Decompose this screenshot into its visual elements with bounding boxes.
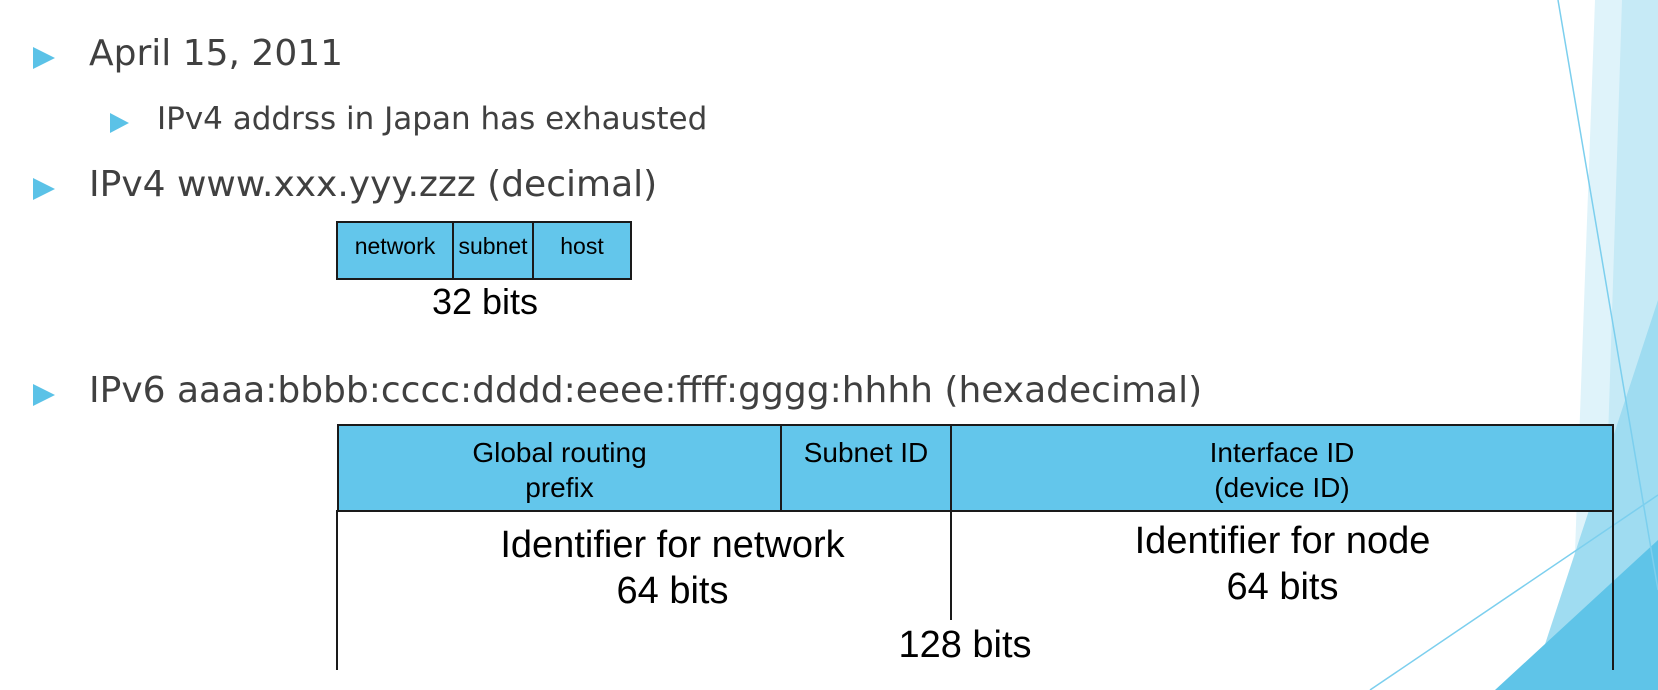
bullet-date: April 15, 2011 bbox=[89, 33, 344, 74]
ipv6-field-subnet-id: Subnet ID bbox=[780, 424, 952, 512]
ipv4-field-network: network bbox=[336, 221, 454, 280]
ipv4-total-bits: 32 bits bbox=[431, 281, 539, 322]
bullet-arrow-icon bbox=[33, 47, 55, 69]
ipv4-field-host: host bbox=[532, 221, 632, 280]
ipv6-network-identifier: Identifier for network 64 bits bbox=[500, 524, 845, 612]
bracket-right-line bbox=[1612, 510, 1614, 670]
sub-bullet-arrow-icon bbox=[110, 113, 129, 133]
bullet-ipv4-exhausted: IPv4 addrss in Japan has exhausted bbox=[157, 101, 708, 137]
bracket-middle-line bbox=[950, 510, 952, 620]
ipv6-total-bits: 128 bits bbox=[898, 624, 1032, 666]
bullet-ipv6-format: IPv6 aaaa:bbbb:cccc:dddd:eeee:ffff:gggg:… bbox=[89, 370, 1203, 411]
bracket-left-line bbox=[336, 510, 338, 670]
bullet-arrow-icon bbox=[33, 178, 55, 200]
bullet-ipv4-format: IPv4 www.xxx.yyy.zzz (decimal) bbox=[89, 164, 658, 205]
bullet-arrow-icon bbox=[33, 384, 55, 406]
ipv6-node-identifier: Identifier for node 64 bits bbox=[1134, 520, 1431, 608]
ipv6-field-interface-id: Interface ID(device ID) bbox=[950, 424, 1614, 512]
ipv4-field-subnet: subnet bbox=[452, 221, 534, 280]
